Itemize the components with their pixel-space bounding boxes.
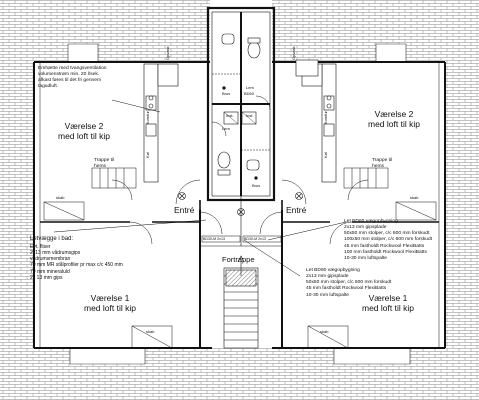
kitchen-left — [143, 63, 179, 183]
note-line: 100 mm fastholdt Rockwool FlexiBatts — [344, 249, 427, 255]
room-subtitle: med loft til kip — [84, 302, 136, 313]
room-vaerelse1-left: Værelse 1 med loft til kip — [84, 293, 136, 314]
note-line: 10-30 mm luftspalte — [306, 292, 349, 298]
note-letvaegge: Letvægge i bad: Evt. fliser 2x13 mm vådr… — [30, 236, 123, 281]
room-entre-right: Entré — [286, 205, 307, 215]
note-line: 2x13 mm gipsplade — [344, 225, 387, 231]
note-line: hems — [372, 164, 384, 170]
note-line: Trappe til — [94, 158, 115, 163]
room-vaerelse2-left: Værelse 2 med loft til kip — [58, 121, 110, 142]
label-lem-top: Lem — [246, 85, 254, 90]
note-line: 70 mm mineraluld — [30, 268, 70, 275]
note-line: 2x13 mm vådrumsgips — [30, 249, 81, 256]
room-subtitle: med loft til kip — [58, 130, 110, 141]
label-skab-2: skab — [410, 195, 419, 200]
room-name: Værelse 1 — [90, 293, 130, 303]
label-skab-4: skab — [320, 329, 329, 334]
room-entre-left: Entré — [174, 205, 195, 215]
label-opvask-right: Opvask — [291, 46, 296, 60]
label-brus-bottom: Brus — [252, 183, 261, 188]
label-komfur-right: Komfur — [323, 111, 328, 124]
room-name: Værelse 2 — [64, 121, 104, 131]
label-koel-left: Køl — [145, 152, 150, 158]
label-opvask-left: Opvask — [165, 46, 170, 60]
room-fortrappe: Fortrappe — [222, 255, 255, 264]
label-lem-bottom: Lem — [222, 126, 230, 131]
room-vaerelse2-right: Værelse 2 med loft til kip — [368, 109, 420, 130]
note-line: 50x50 mm stolper, c/c 600 mm forskudt — [306, 280, 392, 286]
label-door-right: BD30-M 2x13 — [244, 237, 266, 241]
note-line: 70 mm MR stålprofiler pr max c/c 450 mm — [30, 262, 123, 269]
note-line: 2x 13 mm gips — [30, 274, 63, 281]
note-line: Let BD60 vægopbygning — [306, 268, 360, 273]
room-name: Værelse 1 — [368, 293, 408, 303]
label-skab-3: skab — [146, 329, 155, 334]
note-trappe-right: Trappe til hems — [372, 158, 392, 170]
label-door-left: BD30-M 2x13 — [203, 237, 225, 241]
label-brus-top: Brus — [222, 91, 231, 96]
note-line: 10-30 mm luftspalte — [344, 255, 387, 261]
note-line: vådrumsmembran — [30, 256, 71, 262]
interior-walls — [40, 179, 439, 245]
note-line: Letvægge i bad: — [30, 236, 74, 242]
note-trappe-left: Trappe til hems — [94, 158, 114, 170]
note-line: volumenstrøm min. 20 l/sek. — [38, 72, 100, 78]
note-ventilation: Emhætte med tvangsventilation volumenstr… — [38, 66, 107, 91]
room-name: Værelse 2 — [374, 109, 414, 119]
label-koel-right: Køl — [323, 152, 328, 158]
hems-stairs — [91, 167, 389, 189]
room-subtitle: med loft til kip — [362, 302, 414, 313]
closets — [43, 201, 437, 349]
note-line: Let BD60 vægopbygning — [344, 219, 398, 224]
leader-lines — [53, 99, 347, 277]
label-bd60: BD60 — [244, 91, 255, 96]
light-fixtures — [178, 192, 303, 216]
note-bd60-upper: Let BD60 vægopbygning 2x13 mm gipsplade … — [344, 219, 432, 262]
label-skab-1: skab — [56, 195, 65, 200]
note-line: Evt. fliser — [30, 243, 51, 250]
note-line: 2x13 mm gipsplade — [306, 274, 349, 280]
room-vaerelse1-right: Værelse 1 med loft til kip — [362, 293, 414, 314]
label-komfur-left: Komfur — [145, 111, 150, 124]
label-inst-left: Inst. — [226, 113, 234, 118]
note-bd60-lower: Let BD60 vægopbygning 2x13 mm gipsplade … — [306, 268, 391, 299]
bathroom-core — [206, 6, 276, 202]
note-line: 50x50 mm stolper, c/c 600 mm forskudt — [344, 231, 430, 237]
note-line: 45 mm fastholdt Rockwool FlexiBatts — [344, 243, 425, 249]
note-line: tagudluft. — [38, 84, 59, 90]
note-line: Emhætte med tvangsventilation — [38, 66, 107, 71]
note-line: afkast føres til det fri gennem — [38, 78, 102, 84]
note-line: hems — [94, 164, 106, 170]
note-line: 100x50 mm stolper, c/c 600 mm forskudt — [344, 237, 433, 243]
kitchen-right — [295, 59, 337, 183]
stair-core — [199, 196, 283, 349]
label-inst-right: Inst. — [246, 113, 254, 118]
room-subtitle: med loft til kip — [368, 118, 420, 129]
note-line: 45 mm fastholdt Rockwool FlexiBatts — [306, 286, 387, 292]
note-line: Trappe til — [372, 158, 393, 163]
